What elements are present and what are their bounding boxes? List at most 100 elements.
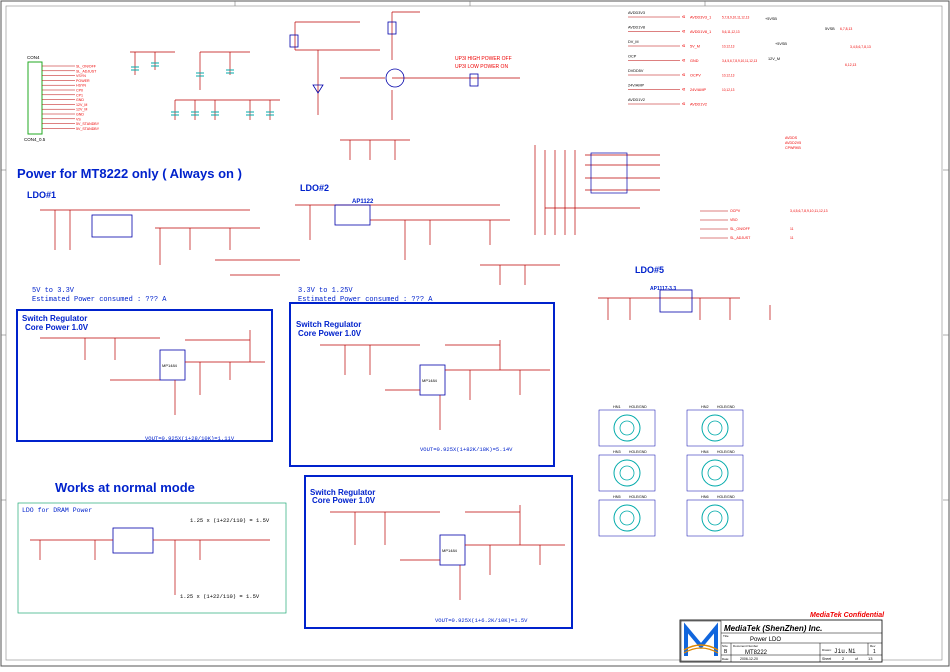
upper-right-ref: 3,4,5,6,7,8,13 xyxy=(850,45,871,49)
mid-signal: OCPV xyxy=(730,209,741,213)
transistor-q8 xyxy=(385,68,405,88)
net-label-target: 24V/AMP xyxy=(690,88,707,92)
dram-ldo-chip xyxy=(112,527,154,554)
net-label-source: OCP xyxy=(628,55,637,59)
hole-outline xyxy=(598,499,656,537)
mounting-hole-icon xyxy=(613,414,641,442)
net-label-source: DVDD5V xyxy=(628,69,644,73)
zone-ticks xyxy=(1,1,949,501)
upper-right-net: 5VSB xyxy=(825,27,835,31)
power-switch-circuit xyxy=(294,11,520,120)
net-ref: 10,12,13 xyxy=(722,74,735,78)
hole-caption: HOLE/GND xyxy=(717,405,735,409)
net-label-target: AVDD1V2 xyxy=(690,103,707,107)
hole-label: HN1 xyxy=(613,405,621,409)
net-arrow-icon: « xyxy=(682,58,686,64)
dram-equation-2: 1.25 x (1+22/110) = 1.5V xyxy=(180,593,260,600)
net-label-target: GND xyxy=(690,59,699,63)
upd-low-note: UP3I LOW POWER ON xyxy=(455,64,508,70)
title-label: Title xyxy=(723,634,729,638)
confidential-label: MediaTek Confidential xyxy=(810,612,885,619)
hole-caption: HOLE/GND xyxy=(717,450,735,454)
hole-inner xyxy=(707,420,723,436)
dram-ldo-wiring xyxy=(30,539,270,595)
mid-signal: SL_ADJUST xyxy=(730,236,751,240)
hole-inner xyxy=(619,510,635,526)
sheet-number: 2 xyxy=(842,656,845,661)
hole-outline xyxy=(598,454,656,492)
date-value: 2006-12-20 xyxy=(740,657,758,661)
connector-pin-label: 12V_M xyxy=(76,103,87,107)
doc-label: Document Number xyxy=(733,644,758,648)
reg3-chip-label: MP1484 xyxy=(442,548,458,553)
hole-label: HN6 xyxy=(701,495,709,499)
mediatek-logo xyxy=(680,620,722,662)
connector-pin-label: 5V_STANDBY xyxy=(76,127,100,131)
signal-bus xyxy=(534,145,660,235)
size-value: B xyxy=(724,649,728,655)
ldo1-heading: LDO#1 xyxy=(27,190,56,200)
reg2-title: Switch Regulator xyxy=(296,320,361,329)
ldo2-conversion: 3.3V to 1.25V xyxy=(298,287,353,295)
upper-right-net: 12V_M xyxy=(768,57,780,61)
dram-equation-1: 1.25 x (1+22/110) = 1.5V xyxy=(190,517,270,524)
net-ref: 3,4,5,6,7,8,9,10,11,12,13 xyxy=(722,59,757,63)
net-ref: 5,6,11,12,13 xyxy=(722,30,740,34)
hole-outline xyxy=(598,409,656,447)
ldo2-heading: LDO#2 xyxy=(300,183,329,193)
net-label-target: 5V_M xyxy=(690,45,700,49)
bottom-right-net: CPWRKB xyxy=(785,146,801,150)
connector-pin-label: SL_ON/OFF xyxy=(76,65,97,69)
gnd-ref: 3,4,5,6,7,8,9,10,11,12,13 xyxy=(790,209,828,213)
net-label-target: OCPV xyxy=(690,74,701,78)
net-arrow-icon: « xyxy=(682,73,686,79)
reg3-wiring xyxy=(330,505,565,600)
connector-pin-label: VSYN xyxy=(76,74,86,78)
hole-caption: HOLE/GND xyxy=(717,495,735,499)
connector-pin-label: CP1 xyxy=(76,93,83,97)
ldo1-chip xyxy=(91,214,133,238)
reg3-subtitle: Core Power 1.0V xyxy=(312,496,376,505)
ldo1-power-note: Estimated Power consumed : ??? A xyxy=(32,296,167,304)
drawn-label: Drawn: xyxy=(822,648,832,652)
hole-caption: HOLE/GND xyxy=(629,495,647,499)
reg2-chip xyxy=(419,364,446,396)
regulator-box-1 xyxy=(16,309,273,442)
net-arrow-icon: « xyxy=(682,87,686,93)
ldo2-wiring xyxy=(295,204,560,285)
sheet-total: 13 xyxy=(868,656,873,661)
net-label-source: 24V/AMP xyxy=(628,84,645,88)
sheet-label: Sheet xyxy=(822,657,831,661)
reg2-subtitle: Core Power 1.0V xyxy=(298,329,362,338)
connector-pin-label: SL_ADJUST xyxy=(76,69,97,73)
mounting-hole-icon xyxy=(701,459,729,487)
ldo5-wiring xyxy=(598,297,771,320)
works-title: Works at normal mode xyxy=(55,480,195,495)
gnd-ref: 11 xyxy=(790,236,794,240)
net-arrow-icon: « xyxy=(682,29,686,35)
bottom-right-net: AVDDS xyxy=(785,136,798,140)
hole-label: HN3 xyxy=(613,450,621,454)
connector-pin-label: VS xyxy=(76,117,81,121)
connector-pin-label: POWER xyxy=(76,79,90,83)
mounting-hole-icon xyxy=(613,459,641,487)
resistor-network xyxy=(590,152,628,194)
connector-ref: CON4_0.5 xyxy=(24,137,46,142)
connector-pin-label: CP0 xyxy=(76,89,83,93)
connector-pin-label: 5V_STANDBY xyxy=(76,122,100,126)
ldo1-wiring xyxy=(40,209,300,276)
connector-body xyxy=(27,61,43,135)
mounting-hole-icon xyxy=(701,414,729,442)
reg1-subtitle: Core Power 1.0V xyxy=(25,323,89,332)
connector-name: CON4 xyxy=(27,55,40,60)
reg1-vout: VOUT=0.925X(1+28/10K)=1.11V xyxy=(145,435,235,442)
gnd-ref: 11 xyxy=(790,227,794,231)
ldo2-power-note: Estimated Power consumed : ??? A xyxy=(298,296,433,304)
top-left-cap-plates xyxy=(131,62,274,116)
hole-outline xyxy=(686,499,744,537)
reg3-vout: VOUT=0.925X(1+6.2K/10K)=1.5V xyxy=(435,617,528,624)
net-label-target: AVDD3V3_1 xyxy=(690,16,711,20)
mounting-hole-icon xyxy=(701,504,729,532)
